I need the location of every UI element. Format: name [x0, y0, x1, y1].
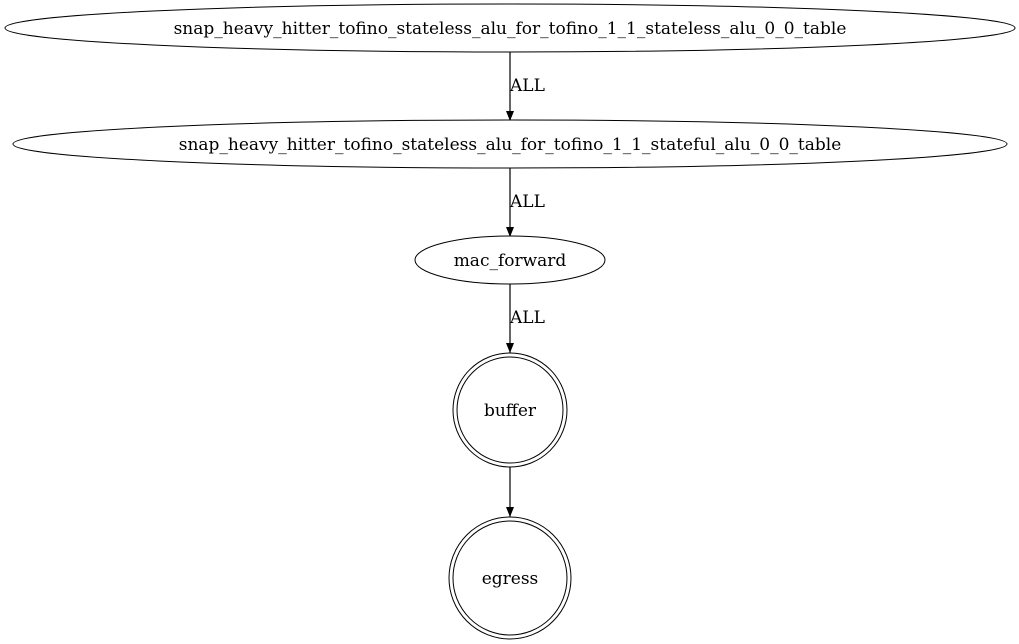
edge-n3-n4: ALL — [506, 284, 545, 353]
edge-n1-n2: ALL — [506, 52, 545, 121]
edge-label: ALL — [509, 192, 545, 212]
node-egress[interactable]: egress — [448, 516, 572, 640]
node-label: snap_heavy_hitter_tofino_stateless_alu_f… — [174, 19, 847, 39]
node-label: egress — [482, 569, 539, 589]
node-label: buffer — [484, 401, 537, 421]
edge-label: ALL — [509, 76, 545, 96]
edge-n2-n3: ALL — [506, 168, 545, 237]
node-mac-forward[interactable]: mac_forward — [414, 235, 606, 285]
edge-label: ALL — [509, 308, 545, 328]
node-stateless-alu-table[interactable]: snap_heavy_hitter_tofino_stateless_alu_f… — [4, 3, 1016, 53]
node-stateful-alu-table[interactable]: snap_heavy_hitter_tofino_stateless_alu_f… — [12, 119, 1008, 169]
node-label: snap_heavy_hitter_tofino_stateless_alu_f… — [179, 135, 842, 155]
node-buffer[interactable]: buffer — [452, 352, 568, 468]
node-label: mac_forward — [454, 251, 567, 271]
